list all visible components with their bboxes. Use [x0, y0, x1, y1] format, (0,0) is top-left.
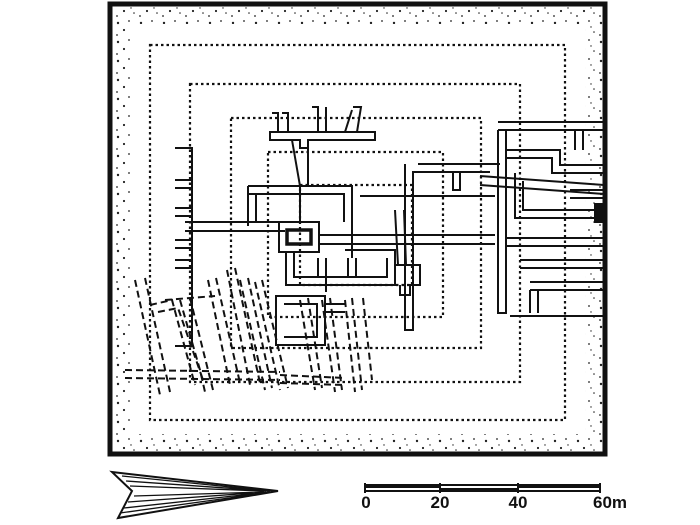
scale-label-40: 40	[508, 493, 528, 512]
scale-bar	[364, 483, 601, 493]
north-arrow-icon	[109, 470, 279, 520]
scale-label-20: 20	[430, 493, 450, 512]
enclosure-ring-3	[229, 116, 483, 350]
east-buildings	[479, 121, 605, 317]
scale-label-0: 0	[361, 493, 371, 512]
dashed-wall-traces	[124, 267, 373, 396]
outer-enclosure	[107, 1, 608, 457]
enclosure-ring-1	[148, 43, 567, 422]
scale-label-60m: 60m	[592, 493, 628, 512]
central-walls	[175, 106, 500, 347]
enclosure-ring-2	[188, 82, 522, 384]
